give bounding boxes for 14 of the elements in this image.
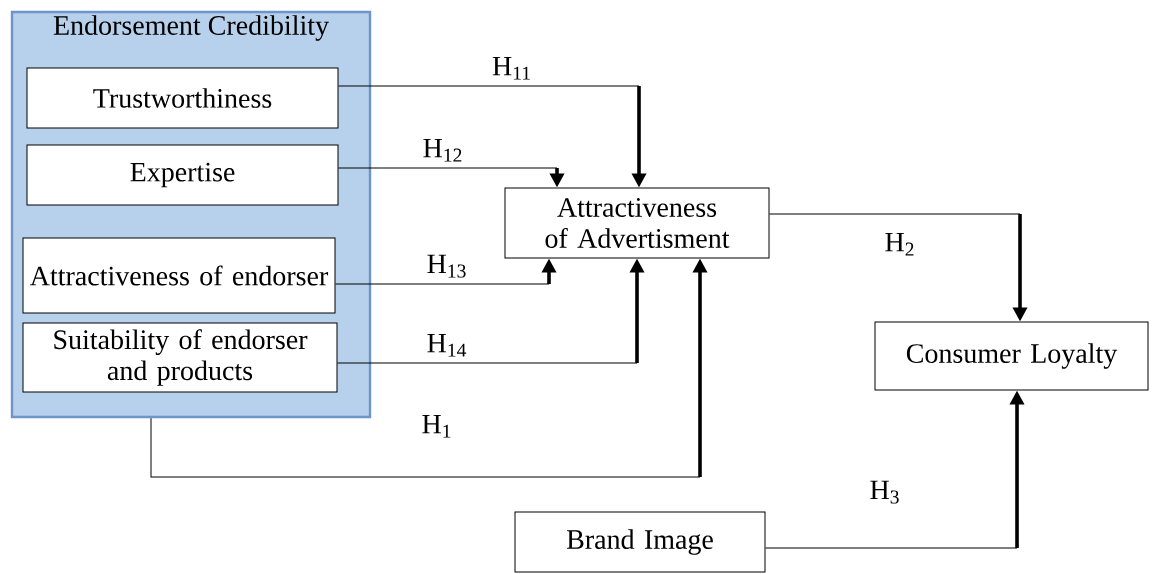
concept-box: Trustworthiness — [26, 67, 339, 129]
concept-box: Brand Image — [514, 511, 766, 573]
edge-label: H$_{11}$ — [489, 54, 535, 82]
concept-box: Expertise — [26, 144, 339, 206]
edge-label: H$_{2}$ — [882, 230, 918, 258]
concept-box: Suitability of endorser and products — [22, 322, 338, 393]
edge-label: H$_{13}$ — [424, 252, 470, 280]
edge-label: H$_{1}$ — [419, 412, 455, 440]
concept-box: Consumer Loyalty — [874, 321, 1149, 391]
edge-label: H$_{3}$ — [867, 478, 903, 506]
concept-box: Attractiveness of endorser — [22, 237, 336, 314]
edge-label: H$_{12}$ — [420, 136, 466, 164]
edge-label: H$_{14}$ — [424, 331, 470, 359]
concept-box: Attractiveness of Advertisment — [504, 187, 770, 259]
